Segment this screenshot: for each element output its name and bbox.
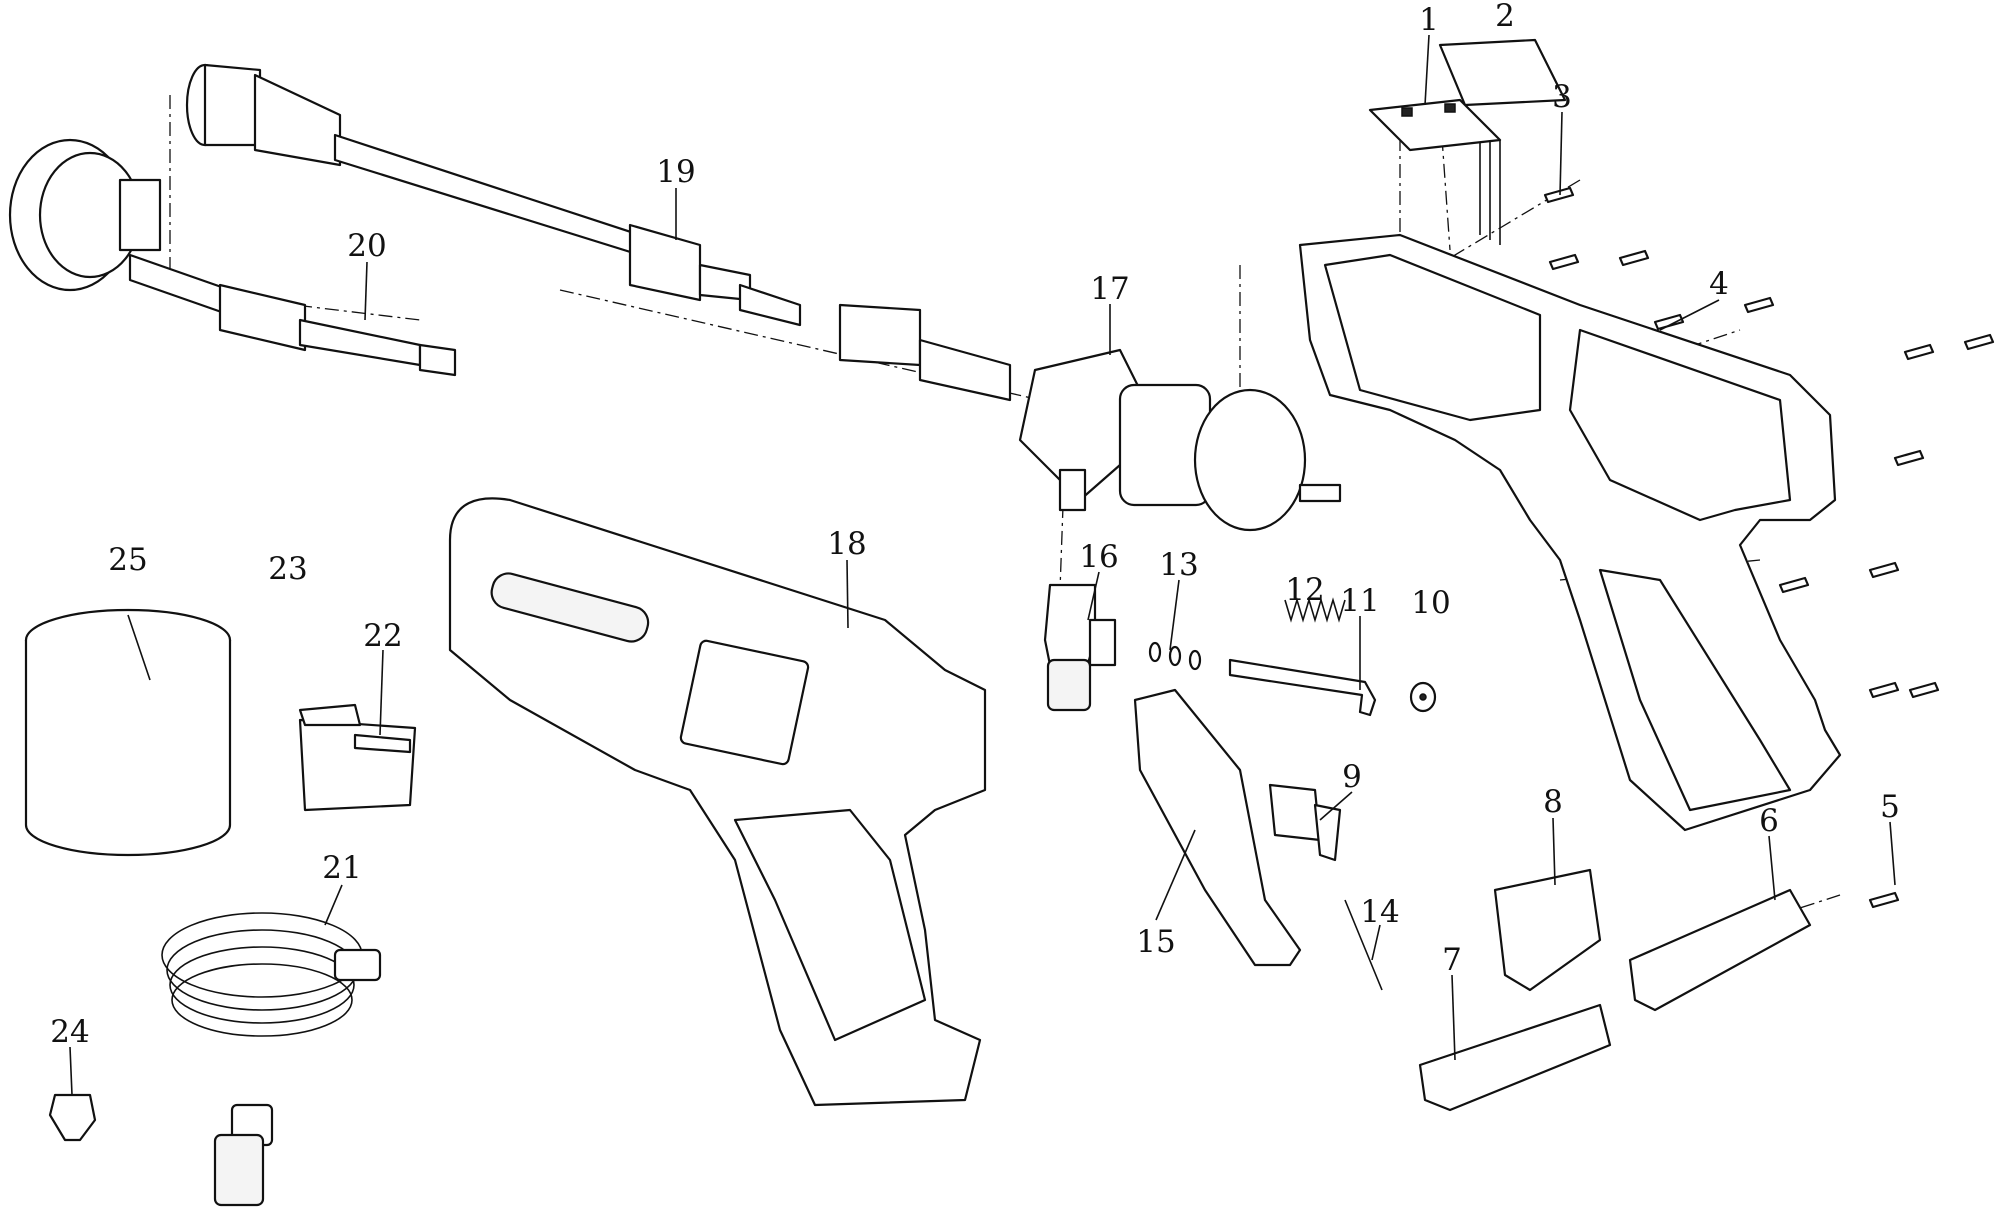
label-11: 11 xyxy=(1340,583,1379,619)
label-21: 21 xyxy=(322,850,361,886)
part-8-terminal-block xyxy=(1493,868,1602,992)
part-7-battery-cover xyxy=(1418,1003,1612,1112)
part-4-main-housing xyxy=(1298,233,1842,832)
leader-lines xyxy=(69,34,1896,1096)
part-14-pin xyxy=(1344,899,1383,991)
part-labels: 1 2 3 4 5 6 7 8 9 10 11 12 13 14 15 16 1… xyxy=(50,0,1900,1050)
label-12: 12 xyxy=(1285,572,1324,608)
label-9: 9 xyxy=(1342,759,1362,795)
label-19: 19 xyxy=(656,154,695,190)
part-21-hose xyxy=(161,912,382,1207)
label-3: 3 xyxy=(1552,79,1572,115)
label-25: 25 xyxy=(108,542,147,578)
part-2-label-sticker xyxy=(1438,38,1567,107)
part-22-foam-nozzle xyxy=(298,703,417,812)
part-19-spray-lance xyxy=(185,63,802,327)
label-5: 5 xyxy=(1880,789,1900,825)
label-15: 15 xyxy=(1136,924,1175,960)
part-13-o-rings xyxy=(1148,641,1202,671)
part-10-washer xyxy=(1409,681,1437,713)
part-17-pump-motor xyxy=(838,303,1342,532)
label-1: 1 xyxy=(1419,2,1439,38)
label-16: 16 xyxy=(1079,539,1118,575)
screws xyxy=(1543,186,1995,909)
label-23: 23 xyxy=(268,551,307,587)
label-4: 4 xyxy=(1709,266,1729,302)
label-24: 24 xyxy=(50,1014,89,1050)
label-13: 13 xyxy=(1159,547,1198,583)
part-12-spring xyxy=(1284,597,1346,623)
label-10: 10 xyxy=(1411,585,1450,621)
label-2: 2 xyxy=(1495,0,1515,34)
label-7: 7 xyxy=(1442,942,1462,978)
label-17: 17 xyxy=(1090,271,1129,307)
part-16-connector xyxy=(1043,583,1117,712)
label-8: 8 xyxy=(1543,784,1563,820)
label-22: 22 xyxy=(363,618,402,654)
label-6: 6 xyxy=(1759,803,1779,839)
part-6-battery-latch xyxy=(1628,888,1812,1012)
part-15-trigger xyxy=(1133,688,1302,967)
part-18-housing-cover xyxy=(448,497,987,1107)
part-20-turbo-lance xyxy=(8,138,457,377)
part-24-clip xyxy=(48,1093,97,1142)
part-1-pcb xyxy=(1368,98,1502,245)
part-25-foam-cup xyxy=(24,608,232,857)
label-18: 18 xyxy=(827,526,866,562)
part-9-switch xyxy=(1268,783,1342,862)
label-14: 14 xyxy=(1360,894,1399,930)
label-20: 20 xyxy=(347,228,386,264)
part-11-valve-rod xyxy=(1228,658,1377,717)
